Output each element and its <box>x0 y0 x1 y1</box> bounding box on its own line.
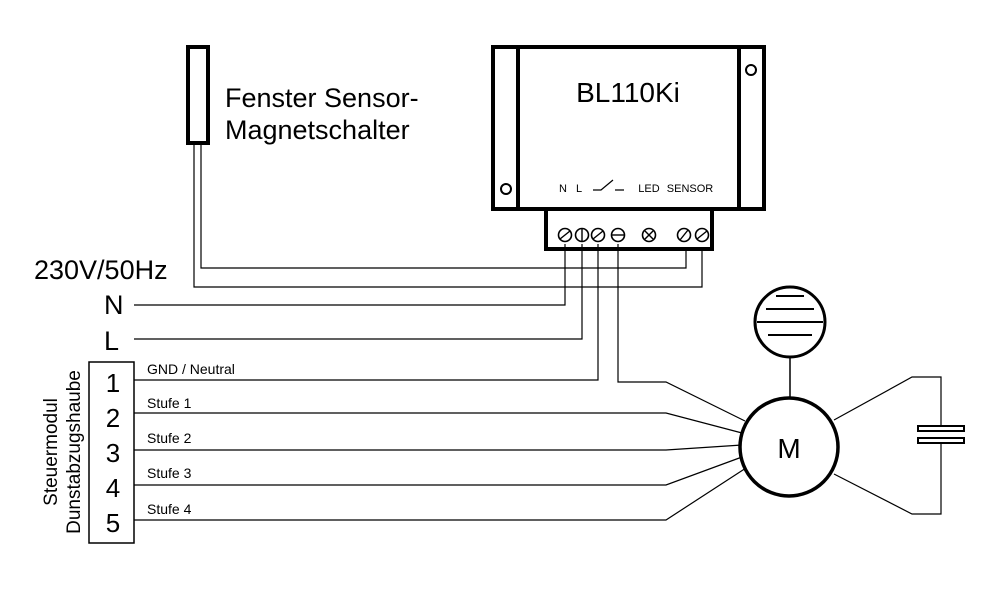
controller-box <box>491 45 766 251</box>
wire-label-stufe2: Stufe 2 <box>147 430 192 446</box>
terminal-label-sensor: SENSOR <box>667 183 714 195</box>
stufe3-wire <box>134 456 743 486</box>
mount-hole-right <box>745 64 757 76</box>
controller-housing <box>491 45 766 211</box>
terminal-screw-sensor2 <box>694 227 710 243</box>
module-terminal-5: 5 <box>106 508 120 538</box>
module-terminal-2: 2 <box>106 403 120 433</box>
terminal-screw-l <box>574 227 590 243</box>
switch-icon <box>593 179 624 191</box>
terminal-screw-sw1 <box>590 227 606 243</box>
terminal-screw-sensor1 <box>676 227 692 243</box>
supply-voltage: 230V/50Hz <box>34 255 168 285</box>
terminal-label-n: N <box>559 183 567 195</box>
sensor-body <box>186 45 210 145</box>
live-wire <box>134 244 583 340</box>
motor-label: M <box>777 433 800 464</box>
sensor-wire-b <box>193 143 703 288</box>
control-module-box <box>88 361 135 544</box>
supply-live: L <box>104 326 119 356</box>
wire-label-stufe3: Stufe 3 <box>147 465 192 481</box>
stufe1-wire <box>134 412 743 434</box>
terminal-screw-sw2 <box>610 227 626 243</box>
neutral-wire <box>134 244 566 306</box>
mount-hole-left <box>500 183 512 195</box>
terminal-screw-n <box>557 227 573 243</box>
module-title-2: Dunstabzugshaube <box>64 370 85 534</box>
switched-wire-to-motor <box>617 244 746 422</box>
module-terminal-4: 4 <box>106 473 120 503</box>
module-title-1: Steuermodul <box>41 398 62 506</box>
module-terminal-1: 1 <box>106 368 120 398</box>
sensor-label-2: Magnetschalter <box>225 115 410 145</box>
terminal-label-led: LED <box>638 183 659 195</box>
motor-icon <box>738 396 840 498</box>
stufe2-wire <box>134 444 743 451</box>
gnd-wire <box>134 244 599 381</box>
screw-terminal-icon <box>557 227 710 243</box>
sensor-label-1: Fenster Sensor- <box>225 83 419 113</box>
module-terminal-3: 3 <box>106 438 120 468</box>
supply-neutral: N <box>104 290 124 320</box>
wire-label-stufe4: Stufe 4 <box>147 501 192 517</box>
stufe4-wire <box>134 467 747 521</box>
wire-label-stufe1: Stufe 1 <box>147 395 192 411</box>
wire-label-gnd: GND / Neutral <box>147 361 235 377</box>
controller-name: BL110Ki <box>576 77 680 108</box>
terminal-label-l: L <box>576 183 582 195</box>
terminal-screw-led <box>641 227 657 243</box>
fan-icon <box>753 285 827 397</box>
capacitor-icon <box>833 376 965 515</box>
controller-left-rail <box>491 45 520 211</box>
